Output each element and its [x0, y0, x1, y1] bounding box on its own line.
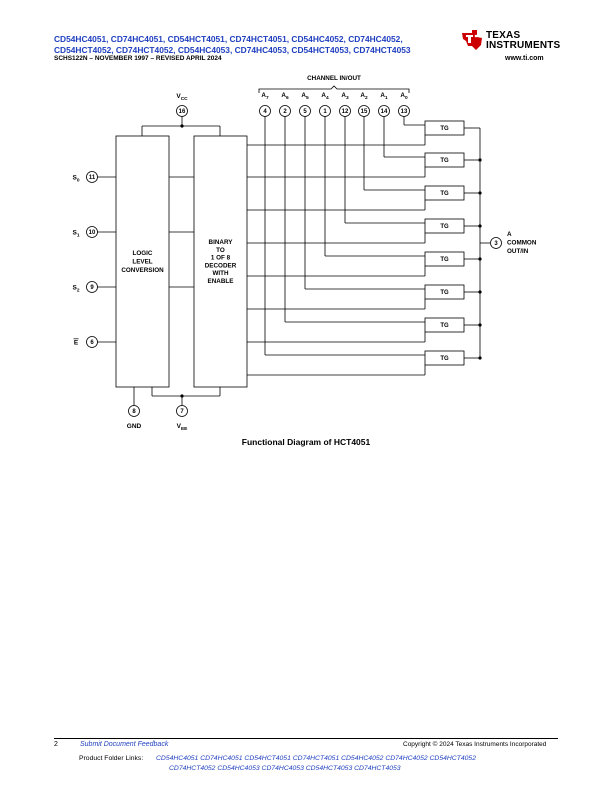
brand-wordmark: Texas Instruments: [486, 31, 560, 51]
pin-number: 4: [263, 109, 267, 115]
tg-label: TG: [440, 257, 449, 263]
decoder-block-label: BINARY: [209, 239, 234, 246]
pin-number: 9: [90, 285, 94, 291]
logic-level-conversion-block: [115, 135, 170, 388]
decoder-block-label: TO: [216, 247, 225, 254]
pin-number: 10: [89, 230, 96, 236]
submit-feedback-link[interactable]: Submit Document Feedback: [80, 741, 169, 748]
logic-block-label: LOGIC: [133, 250, 153, 257]
page-number: 2: [54, 741, 58, 748]
logic-block-label: CONVERSION: [121, 267, 164, 274]
input-label: S0: [72, 175, 79, 184]
product-links-line-2[interactable]: CD74HCT4052 CD54HC4053 CD74HC4053 CD54HC…: [169, 765, 401, 772]
pin-number: 11: [89, 175, 96, 181]
pin-number: 6: [90, 340, 94, 346]
pin-number: 13: [401, 109, 408, 115]
junction-dot: [180, 124, 184, 128]
pin-number: 2: [283, 109, 287, 115]
pin-number: 1: [323, 109, 327, 115]
part-numbers-header: CD54HC4051, CD74HC4051, CD54HCT4051, CD7…: [54, 34, 411, 55]
common-label: A: [507, 231, 512, 238]
brand-line-1: Texas: [486, 30, 521, 41]
document-id: SCHS122N – NOVEMBER 1997 – REVISED APRIL…: [54, 55, 222, 62]
vcc-label: VCC: [176, 93, 188, 102]
common-label: OUT/IN: [507, 248, 529, 255]
tg-label: TG: [440, 191, 449, 197]
tg-label: TG: [440, 290, 449, 296]
input-label: E: [74, 340, 79, 347]
pin-number: 8: [132, 409, 136, 415]
common-pin: [490, 237, 502, 249]
channel-in-out-label: CHANNEL IN/OUT: [307, 75, 361, 82]
pin-number: 7: [180, 409, 184, 415]
decoder-block-label: 1 OF 8: [211, 255, 231, 262]
input-label: S2: [72, 285, 79, 294]
decoder-block-label: ENABLE: [208, 278, 234, 285]
channel-label: A7: [261, 92, 269, 101]
channel-label: A5: [301, 92, 309, 101]
channel-label: A6: [281, 92, 289, 101]
channel-label: A2: [360, 92, 368, 101]
tg-label: TG: [440, 158, 449, 164]
tg-label: TG: [440, 323, 449, 329]
product-links-label: Product Folder Links:: [79, 755, 144, 762]
vee-label: VEE: [177, 423, 189, 432]
decoder-block-label: DECODER: [205, 262, 237, 269]
channel-label: A4: [321, 92, 329, 101]
copyright: Copyright © 2024 Texas Instruments Incor…: [403, 741, 547, 748]
product-links-line-1[interactable]: CD54HC4051 CD74HC4051 CD54HCT4051 CD74HC…: [156, 755, 476, 762]
pin-number: 14: [381, 109, 388, 115]
ti-logo-icon: [462, 30, 482, 50]
decoder-block-label: WITH: [212, 270, 229, 277]
junction-dot: [180, 394, 184, 398]
input-label: S1: [72, 230, 79, 239]
pin-number: 3: [494, 241, 498, 247]
tg-label: TG: [440, 356, 449, 362]
pin-number: 16: [179, 109, 186, 115]
channel-label: A3: [341, 92, 349, 101]
logic-block-label: LEVEL: [132, 259, 152, 266]
channel-label: A0: [400, 92, 408, 101]
pin-number: 12: [342, 109, 349, 115]
site-url[interactable]: www.ti.com: [505, 55, 544, 62]
gnd-label: GND: [127, 423, 142, 430]
pin-number: 5: [303, 109, 307, 115]
channel-label: A1: [380, 92, 388, 101]
common-label: COMMON: [507, 240, 537, 247]
pin-number: 15: [361, 109, 368, 115]
tg-label: TG: [440, 224, 449, 230]
channel-brace: [258, 85, 410, 93]
tg-label: TG: [440, 126, 449, 132]
decoder-block: [193, 135, 248, 388]
brand-line-2: Instruments: [486, 40, 561, 51]
figure-caption: Functional Diagram of HCT4051: [241, 437, 371, 447]
footer-rule: [54, 738, 558, 739]
